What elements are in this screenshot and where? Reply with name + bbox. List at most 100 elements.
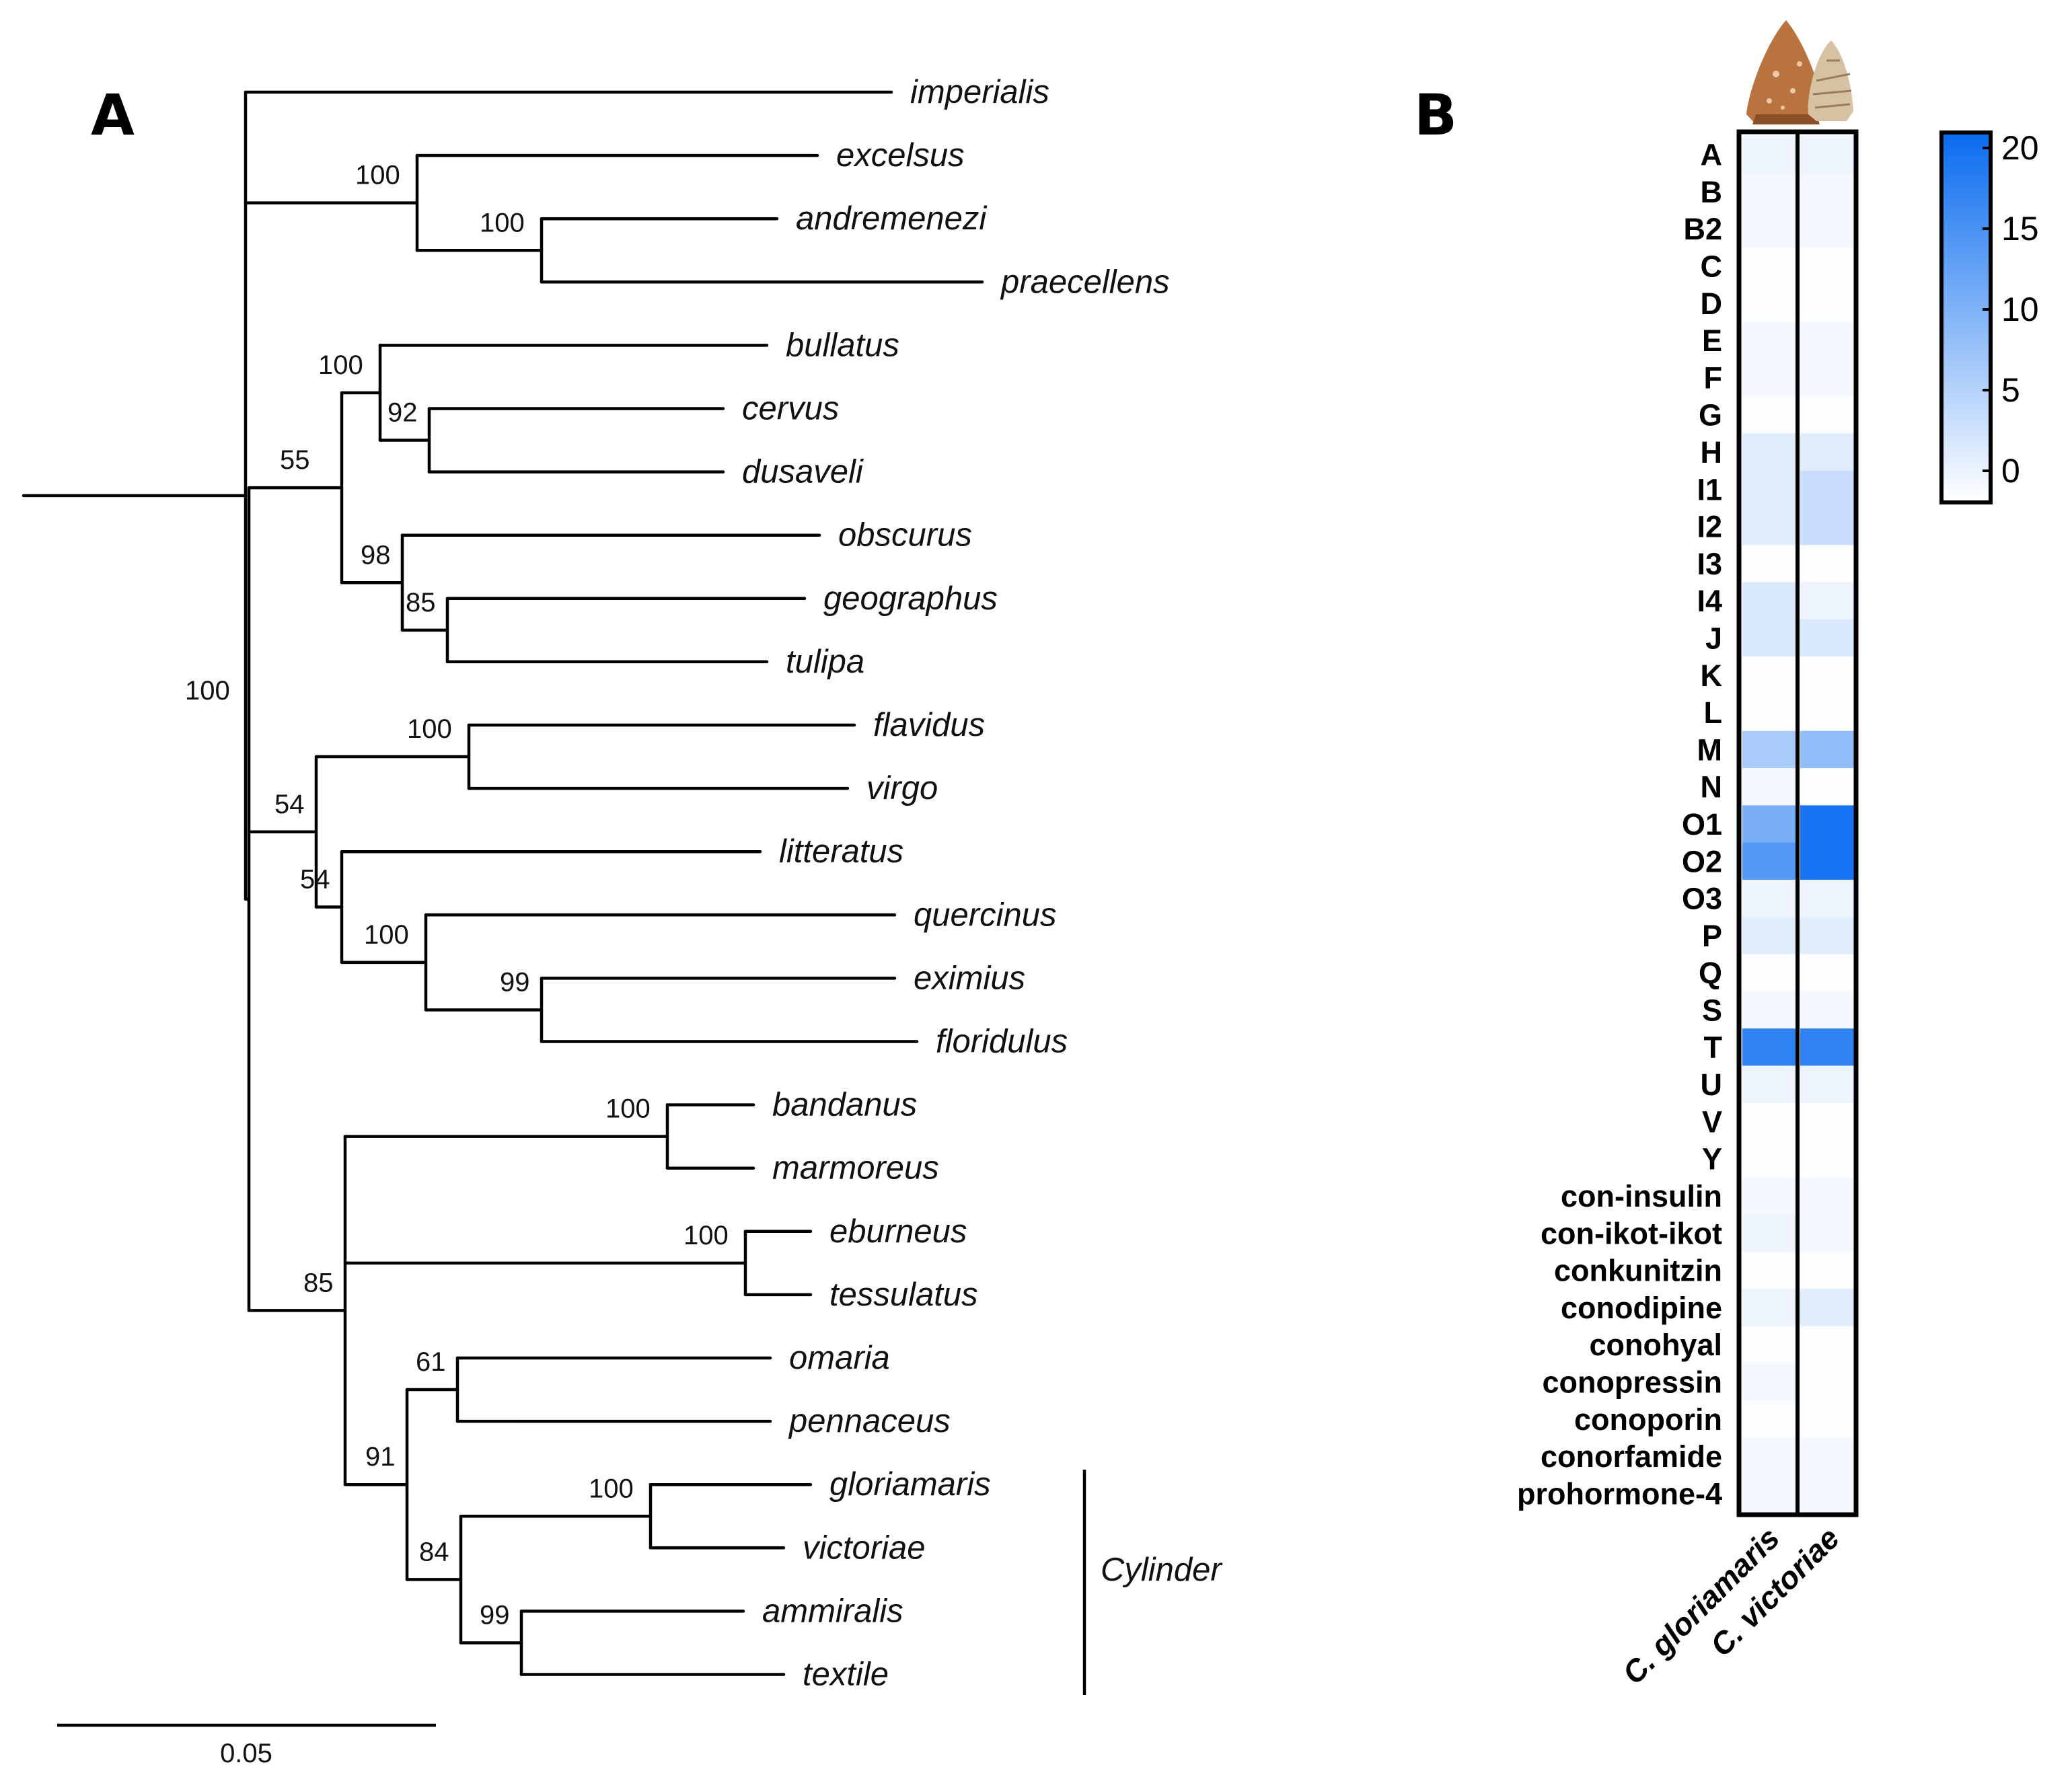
heatmap-cell-L-gloriamaris bbox=[1742, 693, 1796, 732]
row-label-H: H bbox=[1701, 435, 1723, 469]
panel-b-letter: B bbox=[1414, 82, 1457, 148]
cylinder-clade-label: Cylinder bbox=[1101, 1552, 1222, 1588]
heatmap-cell-G-victoriae bbox=[1800, 396, 1854, 434]
support-value-N21: 99 bbox=[480, 1600, 510, 1630]
row-label-L: L bbox=[1704, 695, 1723, 730]
row-label-conorfamide: conorfamide bbox=[1541, 1439, 1722, 1474]
row-label-conodipine: conodipine bbox=[1561, 1291, 1722, 1325]
row-label-conopressin: conopressin bbox=[1542, 1365, 1722, 1399]
heatmap-cell-I1-victoriae bbox=[1800, 470, 1854, 508]
support-value-N15: 100 bbox=[605, 1094, 651, 1124]
row-label-K: K bbox=[1701, 658, 1723, 693]
heatmap-cell-conopressin-gloriamaris bbox=[1742, 1363, 1796, 1401]
taxon-label-praecellens: praecellens bbox=[1000, 264, 1170, 300]
row-label-conkunitzin: conkunitzin bbox=[1554, 1254, 1722, 1288]
heatmap-cell-conorfamide-victoriae bbox=[1800, 1437, 1854, 1476]
heatmap-cell-M-victoriae bbox=[1800, 730, 1854, 769]
row-label-I2: I2 bbox=[1697, 510, 1722, 544]
heatmap-cell-B-gloriamaris bbox=[1742, 173, 1796, 211]
support-value-N16: 100 bbox=[683, 1221, 729, 1250]
row-label-O3: O3 bbox=[1682, 882, 1722, 916]
heatmap-cell-T-victoriae bbox=[1800, 1028, 1854, 1067]
heatmap-cell-K-gloriamaris bbox=[1742, 656, 1796, 695]
heatmap-cell-N-victoriae bbox=[1800, 768, 1854, 806]
heatmap-cell-I4-gloriamaris bbox=[1742, 582, 1796, 620]
heatmap-cell-E-gloriamaris bbox=[1742, 322, 1796, 360]
heatmap-row-labels: ABB2CDEFGHI1I2I3I4JKLMNO1O2O3PQSTUVYcon-… bbox=[1517, 138, 1723, 1511]
shell-icon-victoriae bbox=[1808, 40, 1853, 121]
row-label-F: F bbox=[1704, 361, 1723, 395]
heatmap-cell-con-insulin-victoriae bbox=[1800, 1177, 1854, 1215]
bootstrap-support-values: 1001001009255988510010054541009910010085… bbox=[185, 161, 729, 1630]
row-label-B2: B2 bbox=[1683, 212, 1722, 246]
heatmap-cell-con-ikot-ikot-victoriae bbox=[1800, 1214, 1854, 1252]
taxon-label-floridulus: floridulus bbox=[936, 1024, 1068, 1060]
row-label-N: N bbox=[1701, 770, 1723, 804]
heatmap-cell-D-gloriamaris bbox=[1742, 285, 1796, 323]
taxon-label-tulipa: tulipa bbox=[786, 644, 864, 680]
heatmap-cell-U-victoriae bbox=[1800, 1065, 1854, 1104]
heatmap-cell-O2-gloriamaris bbox=[1742, 842, 1796, 880]
taxon-label-eburneus: eburneus bbox=[829, 1213, 967, 1250]
heatmap-cell-O2-victoriae bbox=[1800, 842, 1854, 880]
heatmap-cell-conorfamide-gloriamaris bbox=[1742, 1437, 1796, 1476]
scale-bar-label: 0.05 bbox=[220, 1739, 272, 1768]
taxon-label-bullatus: bullatus bbox=[786, 327, 899, 363]
heatmap-cell-conodipine-gloriamaris bbox=[1742, 1289, 1796, 1327]
heatmap-cell-A-victoriae bbox=[1800, 136, 1854, 174]
heatmap-cell-Y-victoriae bbox=[1800, 1140, 1854, 1178]
heatmap-cell-J-gloriamaris bbox=[1742, 619, 1796, 657]
row-label-G: G bbox=[1699, 398, 1722, 432]
taxon-label-quercinus: quercinus bbox=[914, 897, 1056, 933]
colorbar bbox=[1939, 130, 1993, 504]
heatmap-cell-C-gloriamaris bbox=[1742, 247, 1796, 285]
panel-a-phylogenetic-tree: A imperialis excelsus andremenezi praecelle… bbox=[22, 74, 1222, 1768]
heatmap-cell-J-victoriae bbox=[1800, 619, 1854, 657]
heatmap-cell-I4-victoriae bbox=[1800, 582, 1854, 620]
taxon-label-andremenezi: andremenezi bbox=[796, 200, 987, 237]
support-value-N1: 100 bbox=[355, 161, 400, 190]
taxon-label-eximius: eximius bbox=[914, 960, 1025, 996]
taxon-label-flavidus: flavidus bbox=[873, 707, 985, 743]
heatmap-cell-O3-gloriamaris bbox=[1742, 879, 1796, 917]
support-value-N18: 61 bbox=[416, 1347, 446, 1377]
row-label-con-ikot-ikot: con-ikot-ikot bbox=[1541, 1216, 1722, 1250]
heatmap-cell-I1-gloriamaris bbox=[1742, 470, 1796, 508]
heatmap-cell-I2-gloriamaris bbox=[1742, 507, 1796, 545]
taxon-label-excelsus: excelsus bbox=[836, 137, 965, 174]
heatmap-cell-conopressin-victoriae bbox=[1800, 1363, 1854, 1401]
taxon-label-gloriamaris: gloriamaris bbox=[829, 1466, 991, 1503]
taxon-label-textile: textile bbox=[803, 1657, 889, 1693]
heatmap-cell-F-victoriae bbox=[1800, 358, 1854, 397]
heatmap-cell-conkunitzin-victoriae bbox=[1800, 1251, 1854, 1289]
heatmap-cell-I3-gloriamaris bbox=[1742, 545, 1796, 583]
taxon-label-ammiralis: ammiralis bbox=[762, 1593, 903, 1629]
row-label-T: T bbox=[1704, 1030, 1723, 1065]
heatmap-cell-D-victoriae bbox=[1800, 285, 1854, 323]
tree-branches bbox=[22, 90, 984, 1676]
support-value-N11: 54 bbox=[300, 865, 330, 895]
heatmap-cell-Y-gloriamaris bbox=[1742, 1140, 1796, 1178]
row-label-I1: I1 bbox=[1697, 472, 1722, 506]
row-label-Q: Q bbox=[1699, 956, 1722, 990]
row-label-S: S bbox=[1702, 993, 1722, 1027]
heatmap-cell-conodipine-victoriae bbox=[1800, 1289, 1854, 1327]
panel-b-heatmap: B ABB2CDEFGHI1I2I3I4JKLMNO1O2O3PQSTUVYco… bbox=[1414, 20, 2039, 1691]
row-label-D: D bbox=[1701, 287, 1723, 321]
taxon-label-pennaceus: pennaceus bbox=[788, 1403, 951, 1439]
colorbar-tick-label-5: 5 bbox=[2001, 371, 2020, 409]
heatmap-cell-U-gloriamaris bbox=[1742, 1065, 1796, 1104]
panel-a-letter: A bbox=[91, 82, 135, 148]
support-value-N2: 100 bbox=[480, 208, 525, 237]
support-value-N4: 55 bbox=[280, 445, 310, 475]
row-label-I3: I3 bbox=[1697, 547, 1722, 581]
heatmap-cell-B2-gloriamaris bbox=[1742, 210, 1796, 248]
heatmap-cell-conoporin-victoriae bbox=[1800, 1400, 1854, 1439]
heatmap-cell-Q-victoriae bbox=[1800, 954, 1854, 992]
support-value-N9: 54 bbox=[274, 790, 305, 819]
taxon-labels: imperialis excelsus andremenezi praecellens… bbox=[742, 74, 1170, 1693]
taxon-label-imperialis: imperialis bbox=[910, 74, 1049, 110]
heatmap-cell-P-victoriae bbox=[1800, 917, 1854, 955]
